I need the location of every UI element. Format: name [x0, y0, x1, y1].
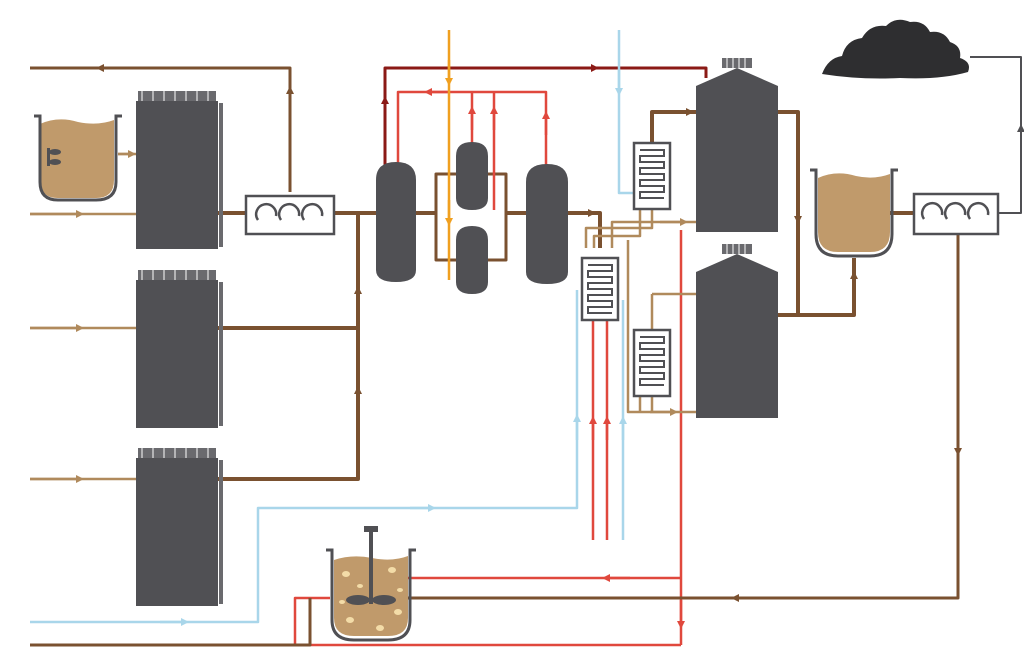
separator-vessel-small-top — [456, 142, 488, 210]
storage-silo-bottom — [696, 244, 778, 418]
pump-to-stirred-tank — [408, 233, 960, 600]
stirred-tank-outlet — [30, 598, 312, 647]
heat-exchanger-1 — [632, 141, 672, 211]
stirred-tank-bottom — [326, 526, 416, 642]
rotary-pump-right — [912, 192, 1000, 236]
reactor-column-2 — [136, 270, 223, 428]
silo-bottom-link — [778, 258, 856, 317]
agitator-icon — [47, 148, 61, 166]
heat-exchanger-3 — [632, 328, 672, 398]
biochar-pile — [822, 19, 969, 79]
reactor-column-3 — [136, 448, 223, 606]
separator-vessel-2 — [526, 164, 568, 284]
separator-vessel-1 — [376, 162, 416, 282]
reactor3-to-collector-line — [218, 213, 360, 481]
particle-dots — [339, 567, 403, 631]
heat-exchanger-2 — [580, 256, 620, 322]
collection-tank-right — [810, 168, 898, 258]
red-bottom-return — [293, 596, 681, 647]
pump-to-biochar — [970, 56, 1022, 214]
blue-line-main — [30, 290, 579, 624]
mixing-tank-top-left — [34, 114, 122, 202]
reactor-column-1 — [136, 91, 223, 249]
hx1-to-silo-top — [650, 110, 696, 145]
separator-vessel-small-bottom — [456, 226, 488, 294]
rotary-pump-left — [244, 194, 336, 236]
equipment-layer — [34, 19, 1000, 642]
storage-silo-top — [696, 58, 778, 232]
tan-hx-network-1 — [584, 210, 654, 248]
agitator-icon — [346, 526, 396, 605]
silo-top-to-tank — [778, 110, 800, 315]
